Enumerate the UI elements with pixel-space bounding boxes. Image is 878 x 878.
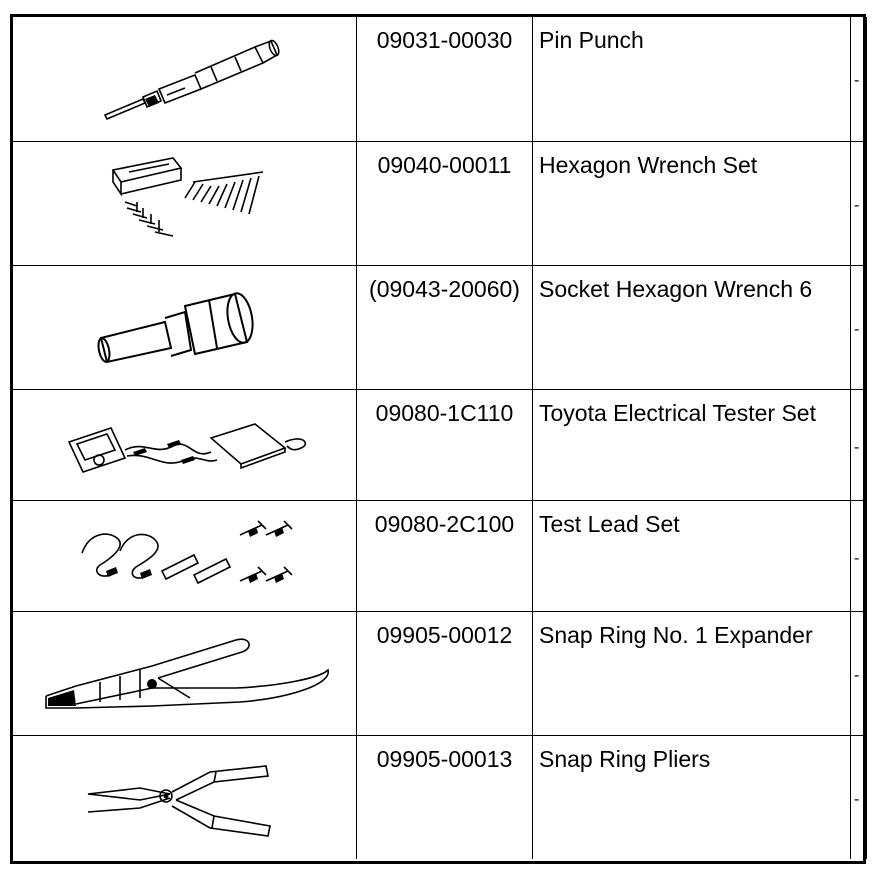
- part-number: 09905-00013: [376, 745, 513, 772]
- tool-name-cell: Toyota Electrical Tester Set: [532, 389, 851, 501]
- note-dash: -: [854, 196, 860, 214]
- part-number-cell: 09031-00030: [356, 17, 533, 142]
- tool-name: Pin Punch: [539, 27, 644, 53]
- table-row: (09043-20060) Socket Hexagon Wrench 6 -: [13, 265, 867, 390]
- note-dash: -: [854, 438, 860, 456]
- table-row: 09905-00012 Snap Ring No. 1 Expander -: [13, 611, 867, 736]
- illustration-cell: [13, 389, 357, 501]
- special-service-tools-table: 09031-00030 Pin Punch -: [13, 17, 867, 859]
- illustration-cell: [13, 17, 357, 142]
- table-row: 09905-00013 Snap Ring Pliers -: [13, 735, 867, 859]
- note-cell: -: [850, 500, 867, 612]
- part-number: 09905-00012: [376, 621, 513, 648]
- note-dash: -: [854, 72, 860, 89]
- note-dash: -: [854, 666, 860, 684]
- tool-name-cell: Snap Ring Pliers: [532, 735, 851, 859]
- hexagon-wrench-set-icon: [111, 156, 263, 237]
- note-cell: -: [850, 735, 867, 859]
- part-number-cell: 09080-1C110: [356, 389, 533, 501]
- part-number-cell: 09080-2C100: [356, 500, 533, 612]
- test-lead-set-icon: [80, 519, 293, 584]
- illustration-cell: [13, 141, 357, 266]
- tool-name: Snap Ring No. 1 Expander: [539, 621, 813, 648]
- tool-name: Toyota Electrical Tester Set: [539, 399, 816, 426]
- snap-ring-expander-icon: [44, 637, 329, 709]
- part-number-cell: 09905-00013: [356, 735, 533, 859]
- pin-punch-icon: [103, 39, 280, 121]
- tool-name: Hexagon Wrench Set: [539, 151, 758, 178]
- part-number: 09031-00030: [376, 27, 513, 53]
- tool-name: Test Lead Set: [539, 510, 680, 537]
- note-cell: -: [850, 611, 867, 736]
- part-number-cell: 09040-00011: [356, 141, 533, 266]
- tool-name: Socket Hexagon Wrench 6: [539, 275, 813, 302]
- tool-name: Snap Ring Pliers: [539, 745, 711, 772]
- part-number-cell: (09043-20060): [356, 265, 533, 390]
- table-row: 09080-2C100 Test Lead Set -: [13, 500, 867, 612]
- note-cell: -: [850, 265, 867, 390]
- table-row: 09031-00030 Pin Punch -: [13, 17, 867, 142]
- note-dash: -: [854, 320, 860, 338]
- tool-name-cell: Socket Hexagon Wrench 6: [532, 265, 851, 390]
- electrical-tester-set-icon: [67, 422, 306, 473]
- part-number: 09040-00011: [377, 151, 512, 178]
- note-cell: -: [850, 141, 867, 266]
- tool-name-cell: Hexagon Wrench Set: [532, 141, 851, 266]
- note-dash: -: [854, 790, 860, 808]
- table-row: 09040-00011 Hexagon Wrench Set -: [13, 141, 867, 266]
- part-number-cell: 09905-00012: [356, 611, 533, 736]
- illustration-cell: [13, 500, 357, 612]
- tool-name-cell: Snap Ring No. 1 Expander: [532, 611, 851, 736]
- illustration-cell: [13, 735, 357, 859]
- socket-hexagon-wrench-icon: [97, 291, 254, 363]
- snap-ring-pliers-icon: [87, 764, 271, 837]
- illustration-cell: [13, 611, 357, 736]
- tool-name-cell: Test Lead Set: [532, 500, 851, 612]
- note-dash: -: [854, 549, 860, 567]
- note-cell: -: [850, 389, 867, 501]
- part-number: 09080-2C100: [374, 510, 515, 537]
- tool-table-frame: 09031-00030 Pin Punch -: [10, 14, 867, 864]
- note-cell: -: [850, 17, 867, 142]
- illustration-cell: [13, 265, 357, 390]
- part-number: (09043-20060): [369, 275, 520, 302]
- part-number: 09080-1C110: [375, 399, 514, 426]
- tool-name-cell: Pin Punch: [532, 17, 851, 142]
- table-row: 09080-1C110 Toyota Electrical Tester Set…: [13, 389, 867, 501]
